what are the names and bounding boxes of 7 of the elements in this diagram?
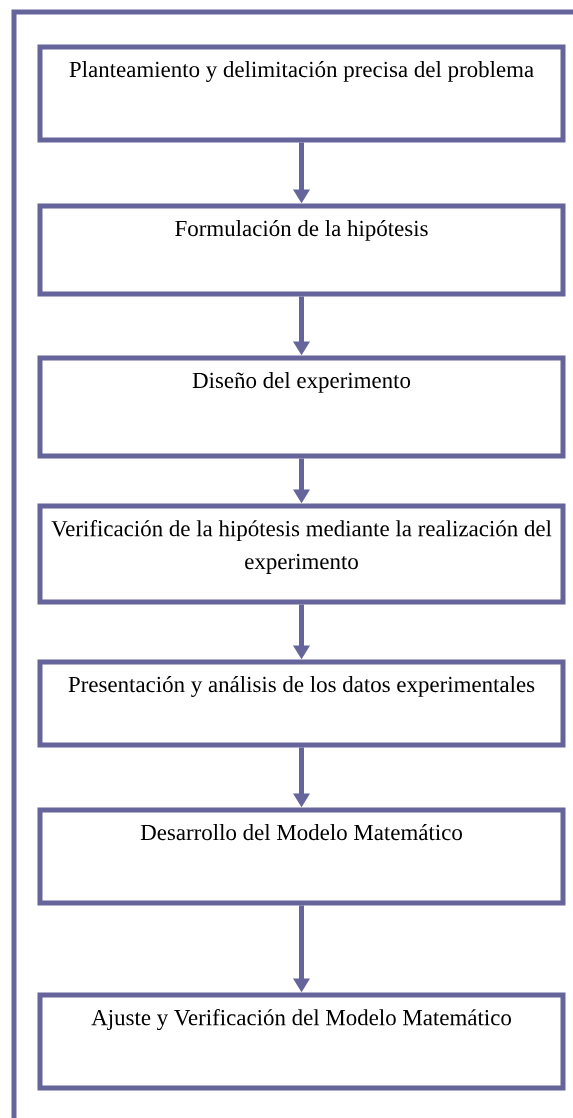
process-box: Verificación de la hipótesis mediante la realización del experimento [37,503,566,605]
process-box: Formulación de la hipótesis [37,203,566,297]
process-box: Diseño del experimento [37,355,566,459]
process-box: Desarrollo del Modelo Matemático [37,807,566,906]
process-box: Ajuste y Verificación del Modelo Matemático [37,992,566,1091]
process-box: Presentación y análisis de los datos experimentales [37,659,566,748]
process-box: Planteamiento y delimitación precisa del problema [37,44,566,143]
